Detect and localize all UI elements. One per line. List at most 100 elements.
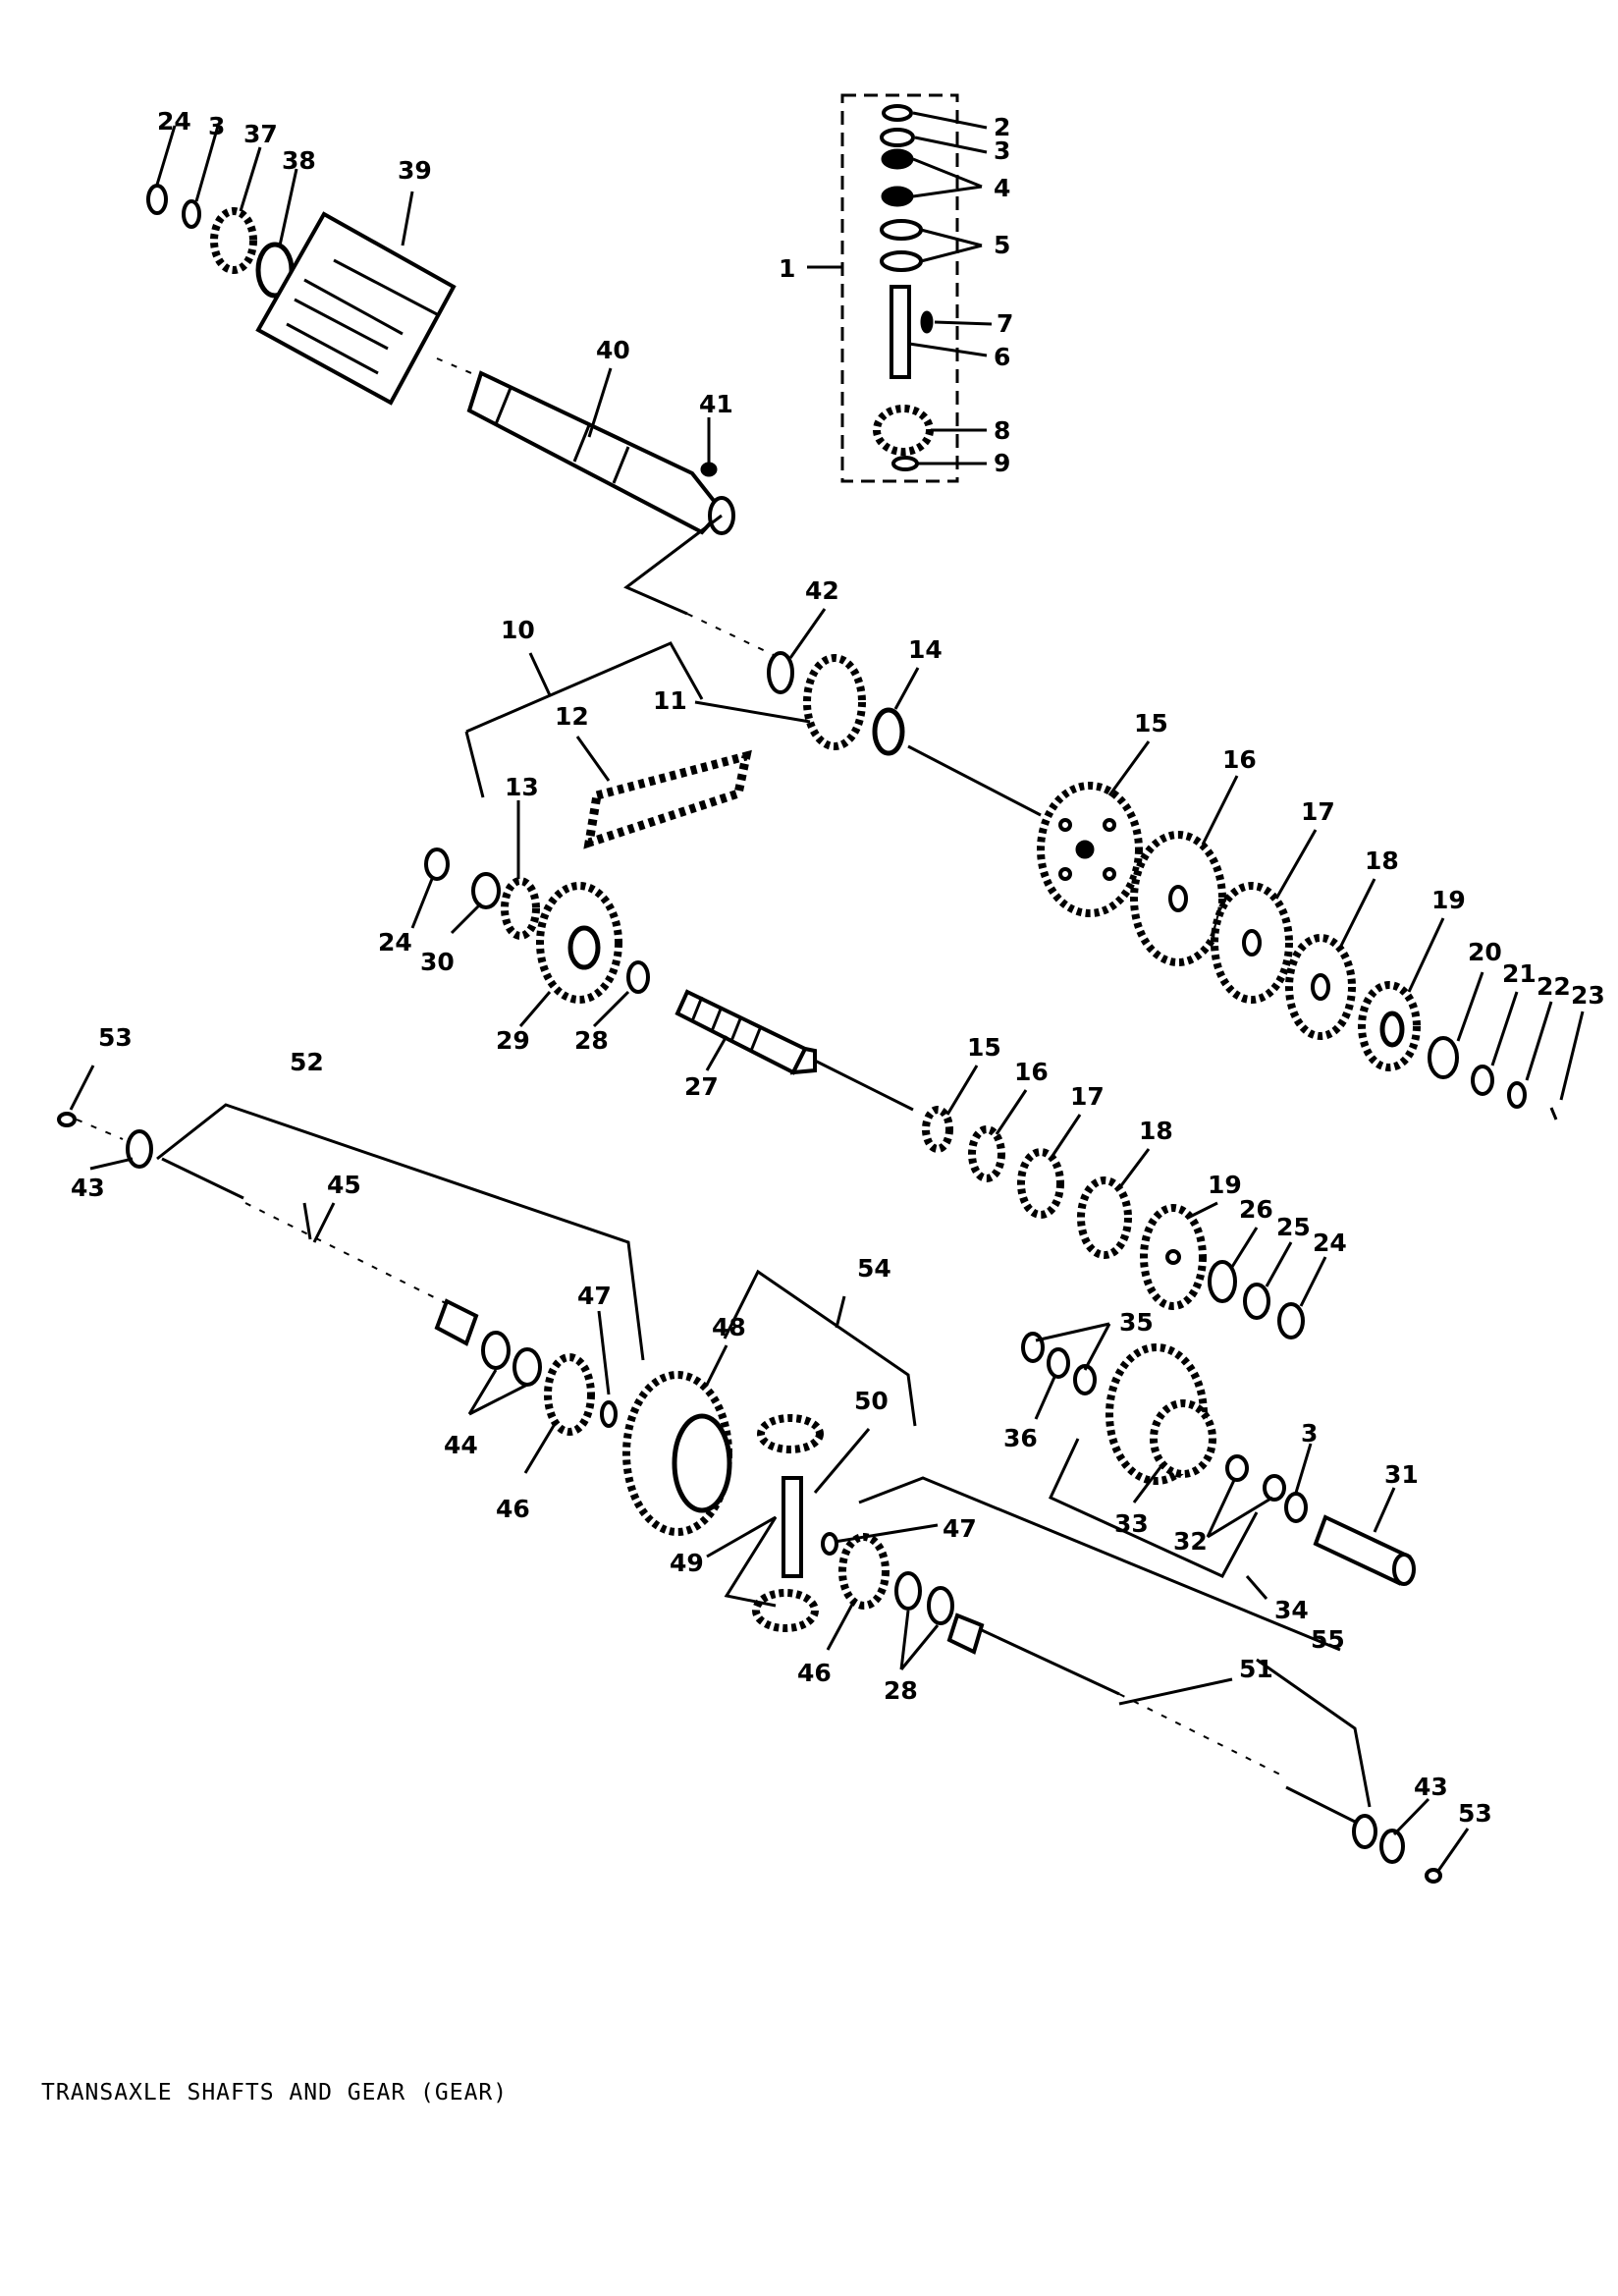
- callout-24: 24: [157, 107, 191, 136]
- part-18-gear-b: [1077, 1176, 1132, 1259]
- callout-18b: 18: [1139, 1117, 1173, 1145]
- part-46-gear-a: [544, 1353, 595, 1436]
- callout-11: 11: [653, 686, 687, 715]
- callout-19b: 19: [1208, 1171, 1242, 1199]
- callout-46: 46: [496, 1495, 530, 1523]
- chain-sprocket-group: [424, 514, 1042, 1112]
- callout-16: 16: [1222, 745, 1257, 774]
- callout-19: 19: [1431, 886, 1466, 914]
- part-50-pin: [782, 1476, 803, 1578]
- callout-39: 39: [398, 156, 432, 185]
- part-3-washer-c: [1284, 1492, 1308, 1523]
- part-32-washer-a: [1225, 1454, 1249, 1482]
- callout-9: 9: [994, 449, 1010, 477]
- callout-52: 52: [290, 1048, 324, 1076]
- part-16-gear-b: [968, 1125, 1005, 1182]
- callout-15b: 15: [967, 1033, 1001, 1062]
- callout-43b: 43: [1414, 1773, 1448, 1801]
- part-50-pinion-top: [757, 1414, 824, 1453]
- callout-25: 25: [1276, 1213, 1311, 1241]
- gear-series-upper: [1037, 782, 1558, 1121]
- part-5-washer-a: [880, 219, 923, 241]
- callout-38: 38: [282, 146, 316, 175]
- part-35-washer-b: [1073, 1364, 1097, 1395]
- part-43-ring-c: [1379, 1829, 1405, 1864]
- part-24-washer-c: [1277, 1302, 1305, 1339]
- callout-31: 31: [1384, 1460, 1419, 1489]
- callout-6: 6: [994, 343, 1010, 371]
- callout-48: 48: [712, 1313, 746, 1341]
- callout-54: 54: [857, 1254, 891, 1283]
- callout-55: 55: [1311, 1625, 1345, 1654]
- callout-24b: 24: [378, 928, 412, 957]
- part-51-axle-splines: [946, 1613, 985, 1655]
- part-23-pin: [1549, 1107, 1558, 1121]
- callout-43: 43: [71, 1174, 105, 1202]
- upper-shaft-group: [146, 184, 735, 535]
- callout-3b: 3: [994, 137, 1010, 165]
- part-25-washer: [1243, 1283, 1270, 1320]
- callout-17b: 17: [1070, 1082, 1105, 1111]
- callout-1: 1: [779, 254, 795, 283]
- part-32-washer-b: [1263, 1474, 1286, 1502]
- callout-49: 49: [670, 1549, 704, 1577]
- callout-2: 2: [994, 113, 1010, 141]
- callout-13: 13: [505, 773, 539, 801]
- part-22-ring: [1507, 1081, 1527, 1109]
- part-28-washer-c: [927, 1586, 954, 1625]
- callout-4: 4: [994, 174, 1010, 202]
- part-45-axle-splines: [434, 1298, 479, 1346]
- callout-36: 36: [1003, 1424, 1038, 1452]
- callout-26: 26: [1239, 1195, 1273, 1224]
- callout-51: 51: [1239, 1655, 1273, 1683]
- callout-29: 29: [496, 1026, 530, 1055]
- callout-10: 10: [501, 616, 535, 644]
- part-4-bearing-b: [881, 186, 914, 207]
- part-4-bearing-a: [881, 148, 914, 170]
- part-53-pin-b: [1425, 1868, 1442, 1884]
- callout-14: 14: [908, 635, 943, 664]
- part-12-chain: [583, 749, 752, 849]
- callout-17: 17: [1301, 797, 1335, 826]
- callout-40: 40: [596, 336, 630, 364]
- part-6-shaft: [890, 285, 911, 379]
- part-13-sprocket: [501, 877, 540, 940]
- left-axle-group: [57, 1112, 1442, 1884]
- part-15-gear-b: [922, 1106, 953, 1153]
- part-28-washer-b: [894, 1571, 922, 1611]
- part-1-assembly: [840, 93, 959, 483]
- callout-21: 21: [1502, 959, 1537, 988]
- part-21-washer: [1471, 1065, 1494, 1096]
- callout-45: 45: [327, 1171, 361, 1199]
- callout-16b: 16: [1014, 1058, 1049, 1086]
- part-47-ring-b: [821, 1532, 838, 1556]
- callout-47: 47: [577, 1282, 612, 1310]
- part-1-dashed-box: [840, 93, 959, 483]
- part-24-washer-b: [424, 847, 450, 881]
- callout-37: 37: [243, 120, 278, 148]
- diagram-caption: TRANSAXLE SHAFTS AND GEAR (GEAR): [41, 2080, 509, 2105]
- callout-42: 42: [805, 576, 839, 605]
- part-30-bushing: [471, 872, 501, 909]
- callout-53b: 53: [1458, 1799, 1492, 1828]
- callout-23: 23: [1571, 981, 1605, 1010]
- callout-41: 41: [699, 390, 733, 418]
- part-3-washer-b: [880, 128, 915, 147]
- callout-22: 22: [1537, 972, 1571, 1001]
- part-43-ring-b: [1352, 1814, 1377, 1849]
- callout-20: 20: [1468, 938, 1502, 966]
- callout-18: 18: [1365, 847, 1399, 875]
- callout-24c: 24: [1313, 1229, 1347, 1257]
- callout-3c: 3: [1301, 1419, 1318, 1448]
- part-35-washer-a: [1021, 1332, 1045, 1363]
- callout-8: 8: [994, 416, 1010, 445]
- part-27-shaft: [674, 989, 817, 1075]
- part-8-bevel-gear: [873, 405, 934, 456]
- callout-33: 33: [1114, 1509, 1149, 1538]
- part-3-washer: [182, 199, 201, 229]
- callout-15: 15: [1134, 709, 1168, 738]
- part-46-gear-b: [838, 1533, 890, 1610]
- part-2-washer: [882, 104, 913, 122]
- callout-46b: 46: [797, 1659, 832, 1687]
